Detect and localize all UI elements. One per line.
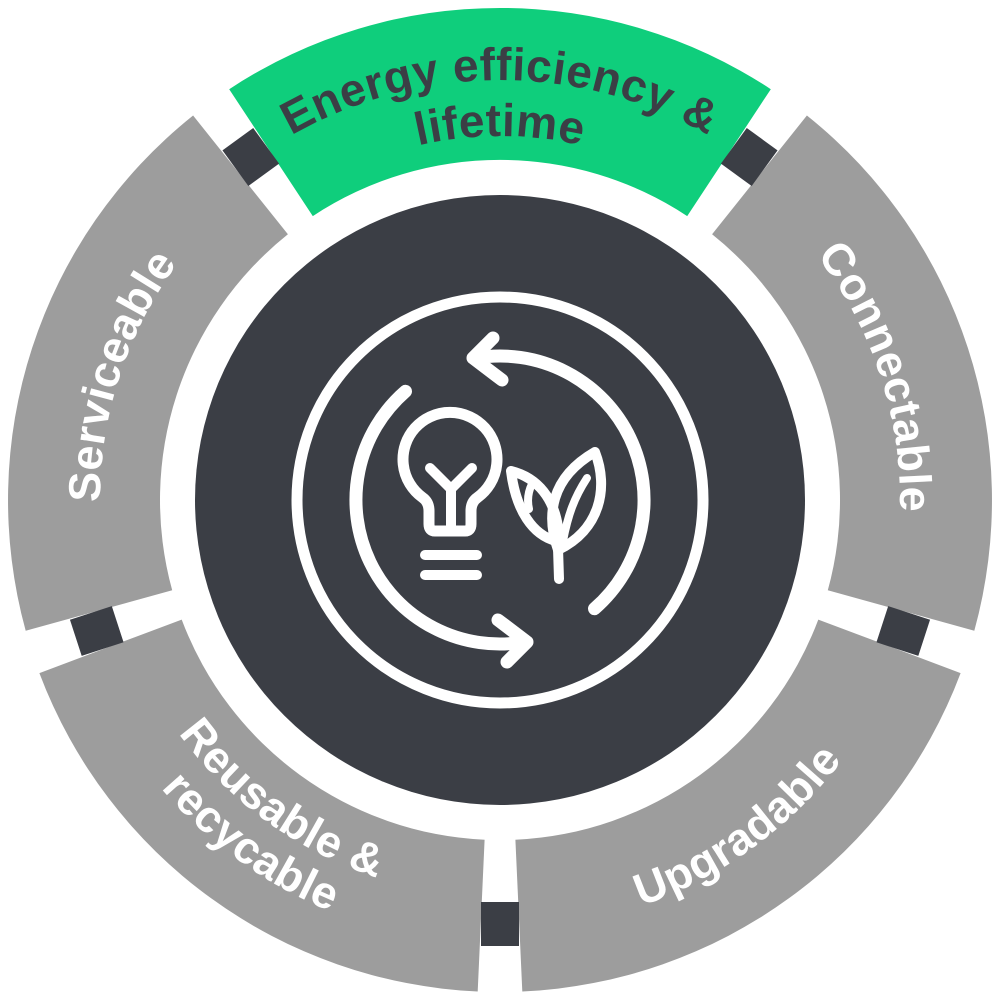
segment-connector (481, 902, 519, 946)
cycle-arrowhead-top (466, 331, 509, 387)
center-emblem (195, 195, 805, 805)
segment-connector (69, 606, 124, 656)
segment-connector (720, 128, 778, 186)
leaf-small-vein (524, 480, 536, 513)
inner-ring (291, 291, 709, 709)
segment-connector (876, 606, 931, 656)
cycle-arc-bottom (349, 384, 532, 651)
bulb-base-lines (420, 550, 482, 580)
center-disc (195, 195, 805, 805)
segment-serviceable (8, 115, 288, 631)
segment-label-energy-line2: lifetime (409, 94, 589, 155)
lightbulb-icon (397, 406, 503, 580)
leaf-large-vein (559, 474, 591, 545)
cycle-arc-top (468, 349, 651, 616)
segment-energy-efficiency-lifetime (229, 7, 771, 217)
bulb-outline (397, 406, 503, 537)
cycle-arrows-icon (349, 331, 651, 669)
leaf-icon (506, 447, 607, 584)
ring-segments (8, 7, 992, 992)
leaf-stem (553, 543, 564, 584)
segment-upgradable (515, 619, 961, 992)
leaf-small (506, 466, 563, 546)
segment-reusable-recycable (39, 619, 485, 992)
segment-connector (222, 128, 280, 186)
segment-connectable (712, 115, 992, 631)
segment-connectors (69, 128, 931, 946)
cycle-arrowhead-bottom (491, 613, 534, 669)
bulb-filament (425, 463, 477, 535)
